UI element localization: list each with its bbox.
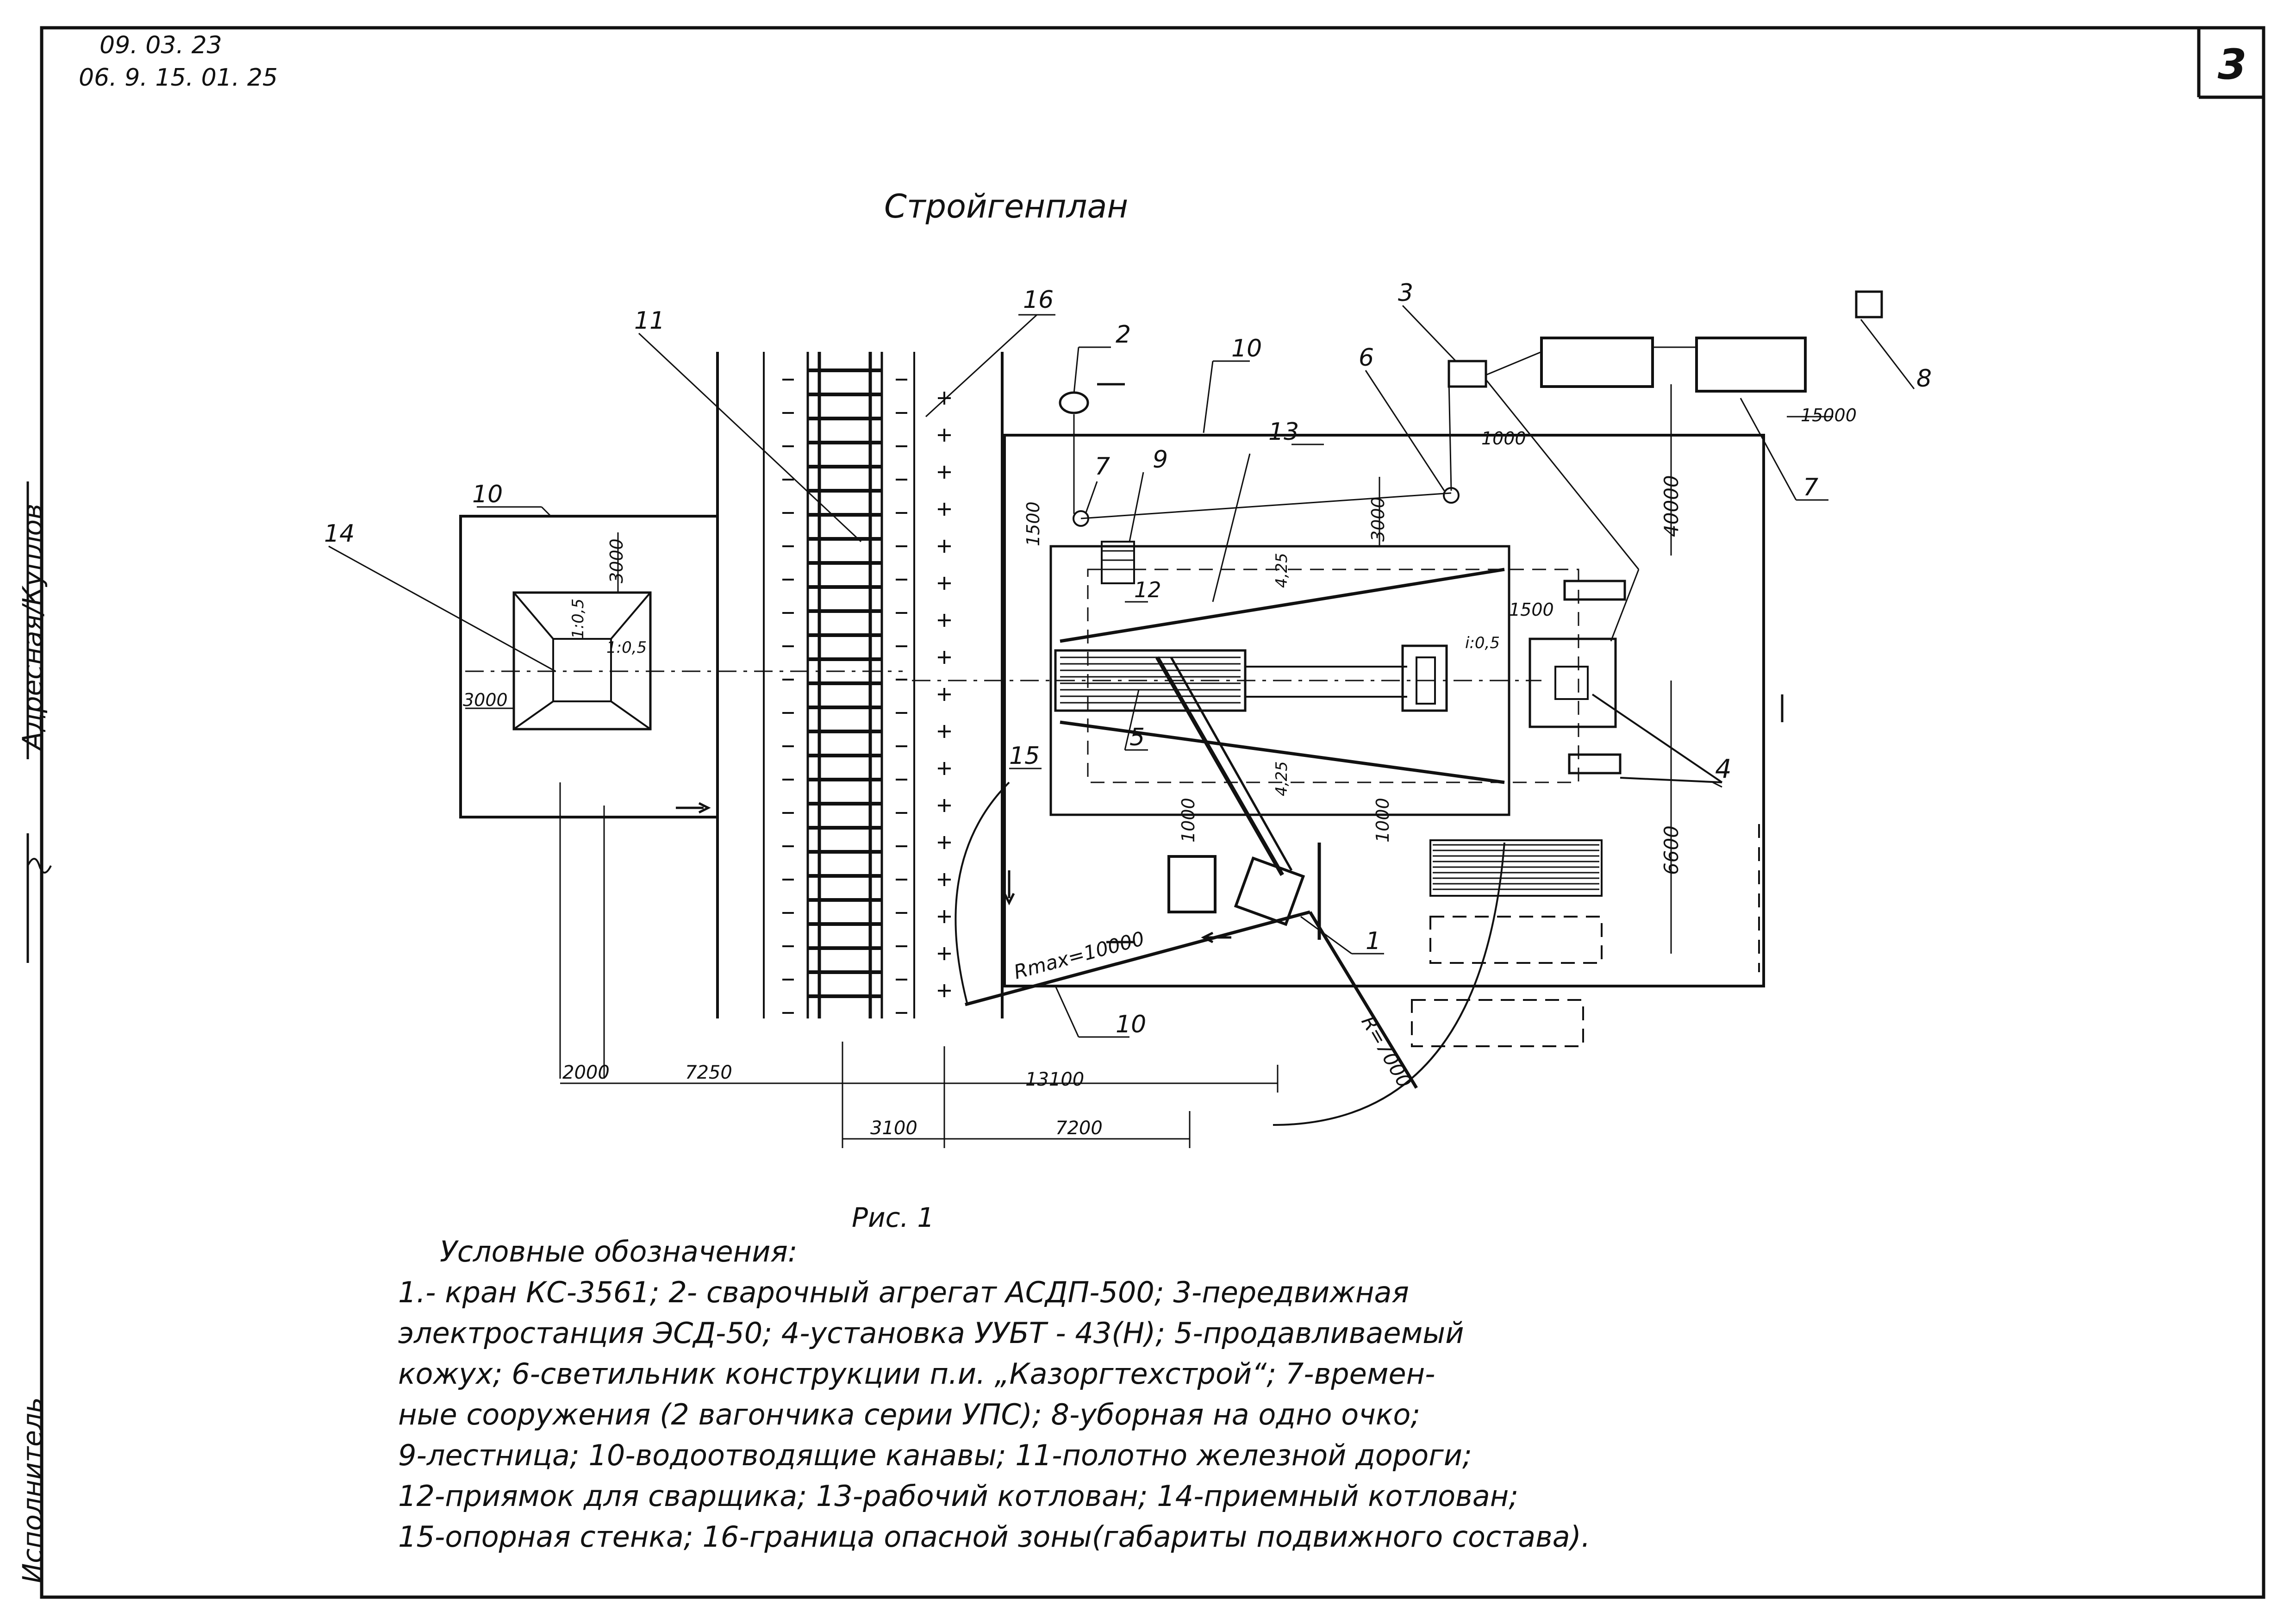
stamp-date: 09. 03. 23 — [100, 31, 222, 59]
dim-13100: 13100 — [1025, 1069, 1084, 1090]
dim-r7000: R=7000 — [1357, 1012, 1416, 1092]
hut-1 — [1540, 337, 1654, 388]
side-label-bottom: Исполнитель — [17, 1397, 48, 1583]
dim-6600: 6600 — [1660, 825, 1683, 875]
callout-11: 11 — [634, 307, 665, 335]
generator — [1447, 360, 1487, 388]
height-1: 4,25 — [1273, 553, 1291, 588]
dim-3000-c: 3000 — [1368, 497, 1388, 542]
callout-1: 1 — [1366, 927, 1381, 955]
callout-7a: 7 — [1095, 453, 1110, 481]
main-site-area — [912, 434, 1784, 1047]
legend: Условные обозначения: 1.- кран КС-3561; … — [398, 1231, 2111, 1557]
hut-2 — [1695, 337, 1807, 393]
callout-14: 14 — [324, 520, 355, 548]
rail-sleepers — [782, 352, 907, 1018]
dim-2000: 2000 — [562, 1062, 610, 1083]
side-label-top: Адресная/Куплов — [17, 504, 48, 752]
dim-7250: 7250 — [685, 1062, 732, 1083]
callout-10c: 10 — [1116, 1011, 1146, 1038]
dim-3100: 3100 — [870, 1118, 917, 1139]
callout-leaders — [328, 305, 1915, 1038]
callout-2: 2 — [1116, 321, 1131, 349]
callout-8: 8 — [1916, 365, 1932, 393]
callout-10a: 10 — [1231, 335, 1262, 362]
railway-track — [716, 352, 1004, 1018]
welding-unit — [1059, 391, 1089, 414]
dim-1000-c: 1000 — [1373, 798, 1393, 843]
dimension-lines — [465, 384, 1833, 1148]
sheet-number: 3 — [2218, 40, 2247, 89]
hazard-zone-marks — [938, 392, 951, 997]
dim-1000-b: 1000 — [1178, 798, 1198, 843]
callout-5: 5 — [1129, 724, 1145, 751]
dim-3000-b: 3000 — [463, 690, 508, 710]
legend-line: электростанция ЭСД-50; 4-установка УУБТ … — [398, 1316, 1464, 1350]
slope-3: i:0,5 — [1465, 634, 1500, 652]
radius-arc-max — [955, 781, 1010, 1005]
callout-13: 13 — [1268, 418, 1299, 446]
dim-15000: 15000 — [1801, 405, 1857, 425]
drawing-title: Стройгенплан — [884, 187, 1128, 225]
receiving-pit-area — [459, 515, 903, 1079]
dim-1000-a: 1000 — [1481, 428, 1526, 449]
legend-line: ные сооружения (2 вагончика серии УПС); … — [398, 1398, 1421, 1431]
crane — [1155, 656, 1321, 940]
callout-16: 16 — [1023, 286, 1054, 314]
legend-line: 15-опорная стенка; 16-граница опасной зо… — [398, 1520, 1591, 1554]
figure-caption: Рис. 1 — [852, 1202, 934, 1233]
callout-12: 12 — [1134, 577, 1161, 602]
drilling-unit — [1529, 637, 1617, 728]
stairs — [1101, 541, 1135, 584]
legend-line: 9-лестница; 10-водоотводящие канавы; 11-… — [398, 1438, 1472, 1472]
sheet-frame — [40, 26, 2265, 1599]
callout-7b: 7 — [1803, 474, 1818, 501]
dim-1500-a: 1500 — [1023, 501, 1043, 546]
radius-arc-7000 — [1273, 842, 1505, 1126]
callout-10b: 10 — [472, 481, 503, 508]
slope-1: 1:0,5 — [569, 599, 587, 639]
dim-1500-b: 1500 — [1509, 600, 1554, 620]
dim-40000: 40000 — [1660, 475, 1683, 537]
dim-7200: 7200 — [1055, 1118, 1103, 1139]
legend-line: 1.- кран КС-3561; 2- сварочный агрегат А… — [398, 1275, 1409, 1309]
legend-title: Условные обозначения: — [440, 1235, 798, 1268]
storage-block — [1429, 839, 1603, 897]
callout-9: 9 — [1153, 446, 1168, 474]
signature — [27, 858, 52, 874]
legend-line: 12-приямок для сварщика; 13-рабочий котл… — [398, 1479, 1519, 1513]
legend-line: кожух; 6-светильник конструкции п.и. „Ка… — [398, 1357, 1435, 1391]
slope-2: 1:0,5 — [606, 638, 647, 657]
stamp-code: 06. 9. 15. 01. 25 — [79, 64, 278, 92]
callout-3: 3 — [1398, 279, 1413, 307]
toilet — [1855, 290, 1883, 319]
callout-4: 4 — [1715, 754, 1732, 784]
callout-6: 6 — [1359, 344, 1374, 372]
dim-3000-a: 3000 — [606, 538, 627, 583]
height-2: 4,25 — [1273, 761, 1291, 796]
callout-15: 15 — [1009, 742, 1040, 770]
